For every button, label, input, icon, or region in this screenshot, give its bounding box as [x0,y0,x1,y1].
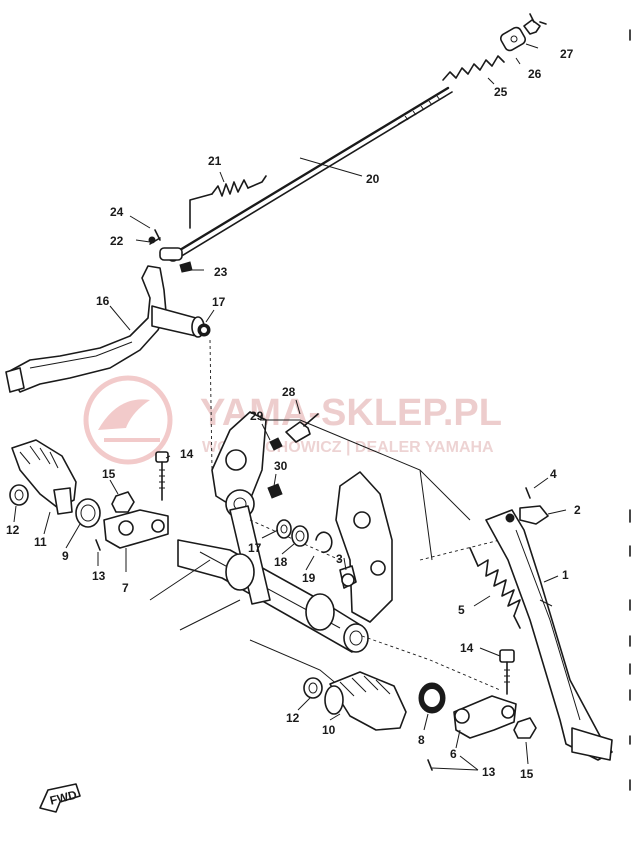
watermark-logo-icon [83,375,173,465]
callout-labels: 27 26 25 20 21 24 22 23 16 17 28 29 14 3… [6,47,581,781]
callout-15-right: 15 [520,767,534,781]
callout-19: 19 [302,571,316,585]
callout-21: 21 [208,154,222,168]
callout-7: 7 [122,581,129,595]
callout-30: 30 [274,459,288,473]
callout-27: 27 [560,47,574,61]
callout-26: 26 [528,67,542,81]
leader-lines [13,43,567,771]
callout-11: 11 [34,535,47,549]
fwd-label: FWD [48,787,78,807]
callout-25: 25 [494,85,508,99]
callout-13-left: 13 [92,569,106,583]
callout-12-left: 12 [6,523,20,537]
callout-14-right: 14 [460,641,474,655]
brake-pedal [5,265,213,471]
callout-5: 5 [458,603,465,617]
callout-10: 10 [322,723,336,737]
side-stand [339,487,613,761]
callout-22: 22 [110,234,124,248]
right-footrest [303,649,537,771]
callout-12-right: 12 [286,711,300,725]
callout-1: 1 [562,568,569,582]
pivot-hardware [267,413,333,554]
callout-17-top: 17 [212,295,226,309]
callout-16: 16 [96,294,110,308]
callout-9: 9 [62,549,69,563]
callout-2: 2 [574,503,581,517]
fwd-arrow-icon: FWD [39,783,81,813]
callout-15-left: 15 [102,467,116,481]
callout-8: 8 [418,733,425,747]
brake-rod-assembly [148,13,547,273]
callout-17-mid: 17 [248,541,262,555]
callout-4: 4 [550,467,557,481]
callout-3: 3 [336,552,343,566]
callout-28: 28 [282,385,296,399]
callout-14-left: 14 [180,447,194,461]
left-footrest [9,439,169,551]
frame-section [149,411,501,721]
callout-23: 23 [214,265,228,279]
callout-29: 29 [250,409,264,423]
callout-13-right: 13 [482,765,496,779]
callout-20: 20 [366,172,380,186]
callout-6: 6 [450,747,457,761]
callout-18: 18 [274,555,288,569]
callout-24: 24 [110,205,124,219]
